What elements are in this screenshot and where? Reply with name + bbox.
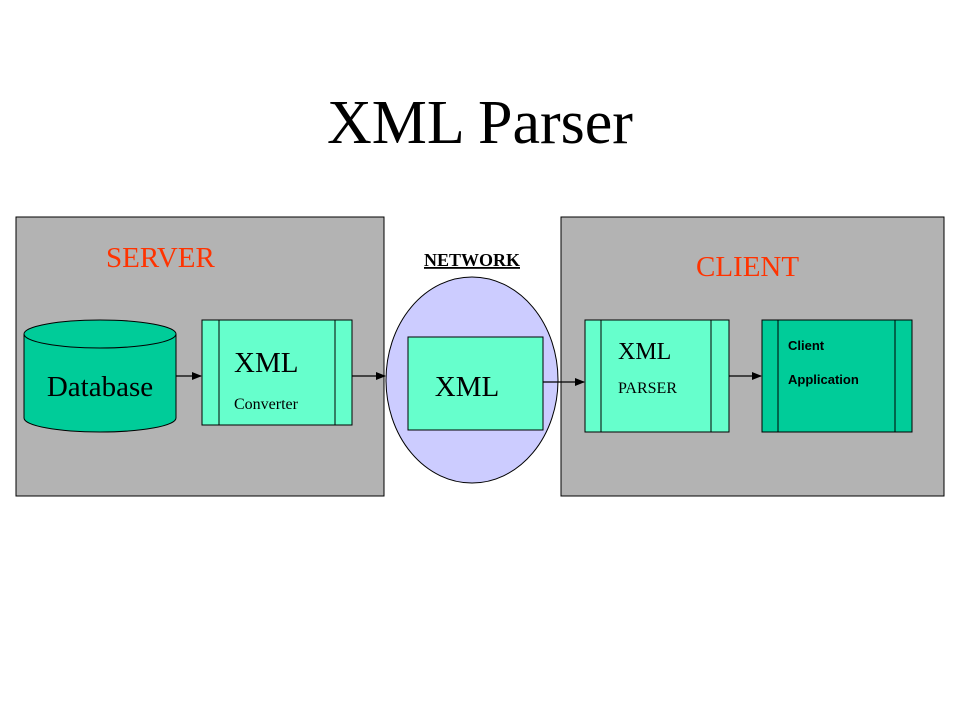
- server-label: SERVER: [106, 242, 216, 274]
- client-app-line1: Client: [788, 338, 825, 353]
- xml-packet-label: XML: [435, 371, 499, 403]
- client-label: CLIENT: [696, 251, 799, 283]
- client-panel: CLIENT XML PARSER Client Application: [560, 216, 945, 497]
- network-node: NETWORK XML: [385, 250, 559, 484]
- converter-subtitle: Converter: [234, 396, 299, 413]
- client-app-line2: Application: [788, 372, 859, 387]
- parser-subtitle: PARSER: [618, 380, 677, 397]
- network-label: NETWORK: [424, 250, 520, 270]
- xml-parser-box: XML PARSER: [584, 319, 730, 433]
- database-label: Database: [47, 371, 153, 403]
- converter-title: XML: [234, 347, 298, 379]
- xml-converter-box: XML Converter: [201, 319, 353, 426]
- client-application-box: Client Application: [761, 319, 913, 433]
- page-title: XML Parser: [327, 89, 633, 157]
- xml-packet-box: [407, 336, 544, 431]
- server-panel: SERVER Database XML Converter: [15, 216, 385, 497]
- database-cylinder: Database: [23, 319, 177, 433]
- parser-title: XML: [618, 339, 671, 365]
